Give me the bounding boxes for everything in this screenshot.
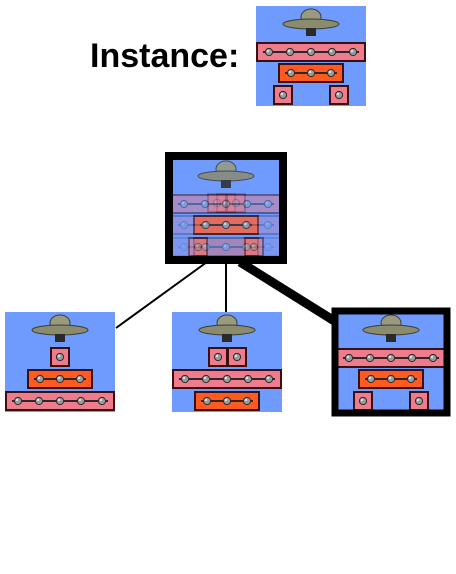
option-a-tower-icon[interactable] [5,312,115,412]
edge-to-option-a [115,261,208,329]
selected-frame [331,307,451,417]
composite-frame [165,152,287,264]
composite-tower-icon [165,152,287,264]
instance-tower-icon [256,6,366,106]
option-c-tower-icon[interactable] [331,307,451,417]
edge-to-option-c [237,258,339,326]
option-b-tower-icon[interactable] [172,312,282,412]
instance-label: Instance: [90,37,240,75]
